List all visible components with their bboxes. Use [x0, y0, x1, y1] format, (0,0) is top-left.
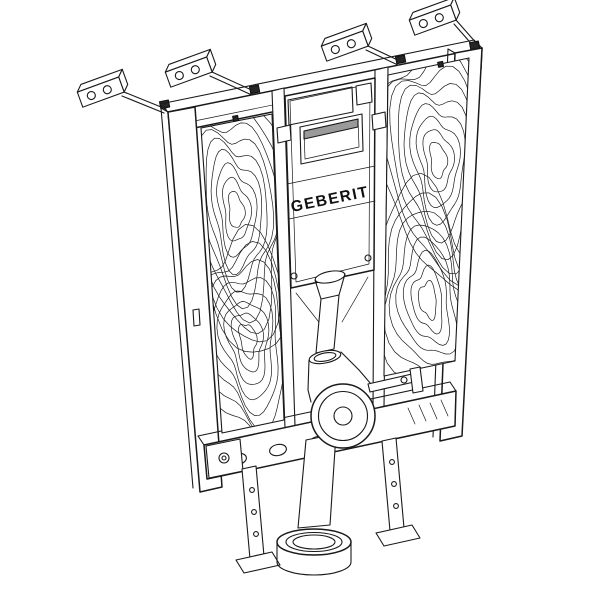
left-leg [241, 465, 265, 560]
left-rail [167, 106, 223, 493]
wall-bracket-icon [406, 0, 463, 36]
concealed-cistern: GEBERIT [276, 77, 387, 327]
left-foot-plate [235, 551, 281, 574]
floor-collar [276, 528, 352, 576]
flush-pipe [314, 270, 346, 354]
right-leg [381, 437, 405, 532]
right-foot-plate [375, 524, 421, 547]
wall-bracket-icon [162, 48, 219, 88]
wall-bracket-icon [318, 22, 375, 62]
protection-cover [287, 86, 354, 126]
adjustable-feet [235, 437, 421, 574]
drain-bend [297, 349, 424, 529]
wall-bracket-icon [74, 68, 131, 108]
cistern-face [284, 77, 376, 289]
bend-body [310, 383, 376, 449]
